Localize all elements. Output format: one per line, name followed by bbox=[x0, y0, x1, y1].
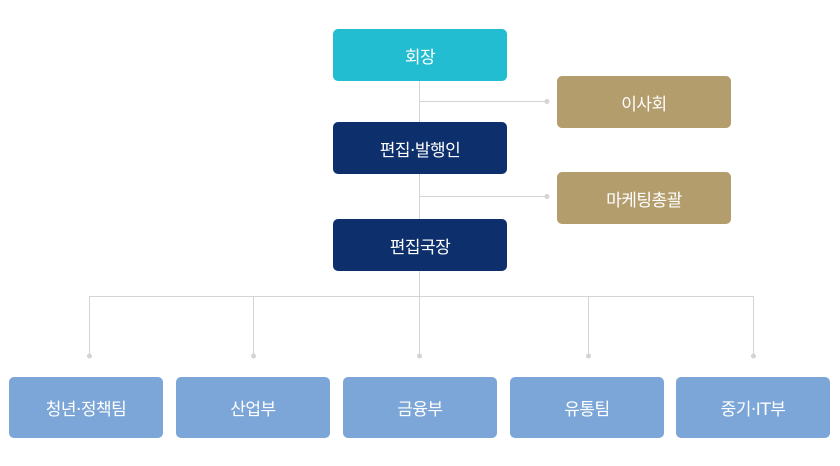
department-node-sme-it: 중기·IT부 bbox=[676, 377, 830, 438]
dept-dot-1 bbox=[87, 353, 92, 359]
dept-dot-4 bbox=[586, 353, 591, 359]
marketing-node: 마케팅총괄 bbox=[557, 172, 731, 224]
department-node-distribution: 유통팀 bbox=[510, 377, 664, 438]
marketing-connector-dot bbox=[544, 194, 550, 199]
board-node: 이사회 bbox=[557, 76, 731, 128]
chairman-node: 회장 bbox=[333, 29, 507, 81]
department-node-youth-policy: 청년·정책팀 bbox=[9, 377, 163, 438]
publisher-node: 편집·발행인 bbox=[333, 122, 507, 174]
dept-dot-2 bbox=[251, 353, 256, 359]
dept-dot-3 bbox=[417, 353, 422, 359]
dept-dot-5 bbox=[751, 353, 756, 359]
department-node-industry: 산업부 bbox=[176, 377, 330, 438]
editor-in-chief-node: 편집국장 bbox=[333, 219, 507, 271]
department-node-finance: 금융부 bbox=[343, 377, 497, 438]
board-connector-dot bbox=[544, 99, 550, 104]
